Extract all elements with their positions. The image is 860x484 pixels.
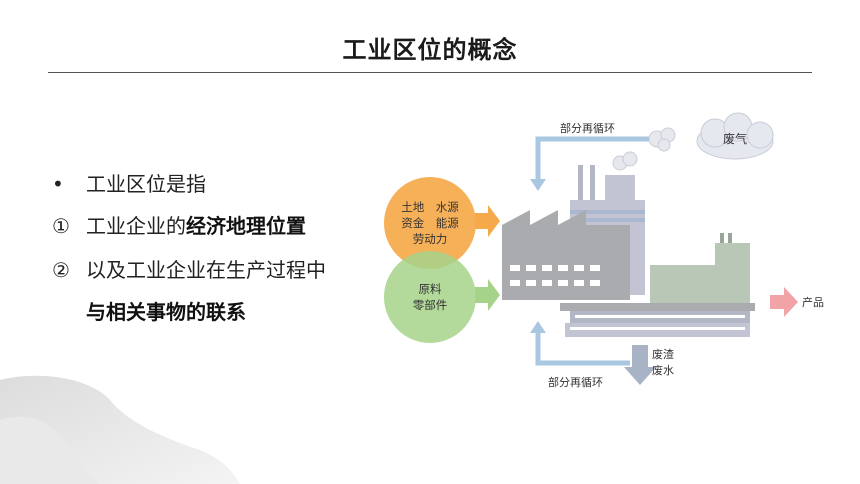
waste-line2: 废水 bbox=[652, 363, 674, 377]
waste-line1: 废渣 bbox=[652, 347, 674, 361]
input-circle-materials bbox=[384, 251, 500, 343]
exhaust-gas-label: 废气 bbox=[723, 131, 747, 146]
bullet-dot: • bbox=[52, 172, 64, 196]
recycle-arrow-top bbox=[530, 136, 656, 191]
bullet-line-4: 与相关事物的联系 bbox=[52, 296, 246, 325]
waste-arrow bbox=[624, 345, 656, 385]
number-1: ① bbox=[52, 214, 70, 238]
bullet-line-1: • 工业区位是指 bbox=[52, 168, 206, 197]
input1-line1: 土地 水源 bbox=[401, 200, 459, 214]
bullet-line-2: ① 工业企业的经济地理位置 bbox=[52, 210, 306, 239]
line2-prefix: 工业企业的 bbox=[86, 214, 186, 238]
recycle-top-label: 部分再循环 bbox=[560, 121, 615, 135]
input1-line2: 资金 能源 bbox=[401, 216, 459, 230]
line1-text: 工业区位是指 bbox=[86, 172, 206, 196]
smoke-puff-icon bbox=[648, 127, 676, 152]
line2-emphasis: 经济地理位置 bbox=[186, 214, 306, 238]
number-2: ② bbox=[52, 258, 70, 282]
title-divider bbox=[48, 72, 812, 73]
line3-text: 以及工业企业在生产过程中 bbox=[86, 258, 326, 282]
input2-line2: 零部件 bbox=[413, 298, 448, 312]
product-label: 产品 bbox=[802, 295, 824, 309]
product-arrow bbox=[770, 287, 798, 317]
bullet-line-3: ② 以及工业企业在生产过程中 bbox=[52, 254, 326, 283]
industrial-location-diagram: 部分再循环 废气 bbox=[384, 112, 824, 389]
chimney-smoke-icon bbox=[612, 151, 638, 171]
exhaust-cloud-icon bbox=[696, 112, 774, 160]
recycle-bottom-label: 部分再循环 bbox=[548, 375, 603, 389]
input2-line1: 原料 bbox=[419, 282, 442, 296]
input1-line3: 劳动力 bbox=[413, 232, 448, 246]
page-title: 工业区位的概念 bbox=[342, 36, 518, 64]
line4-emphasis: 与相关事物的联系 bbox=[86, 300, 246, 324]
recycle-arrow-bottom bbox=[530, 321, 630, 366]
factory-icon bbox=[502, 165, 755, 337]
input-circle-land-water bbox=[384, 177, 500, 269]
